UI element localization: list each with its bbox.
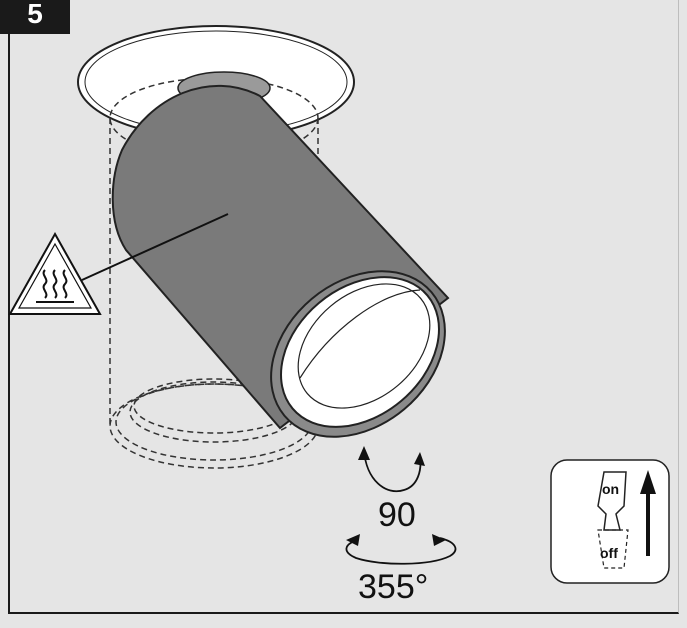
power-switch-box: on off [550, 459, 670, 584]
lens-ring [270, 270, 446, 438]
rotate-arrow-icon [345, 534, 457, 565]
switch-up-arrow-icon [640, 470, 656, 494]
switch-on-label: on [602, 481, 619, 497]
warning-leader-line [81, 213, 229, 281]
switch-off-label: off [600, 545, 618, 561]
step-number-badge: 5 [0, 0, 70, 34]
hot-surface-warning-icon [8, 231, 102, 315]
tilt-angle-label: 90 [378, 496, 416, 534]
diagram-frame [8, 0, 679, 614]
rotation-angle-label: 355° [358, 568, 429, 606]
tilt-arrow-icon [358, 446, 425, 493]
step-number: 5 [27, 0, 43, 29]
